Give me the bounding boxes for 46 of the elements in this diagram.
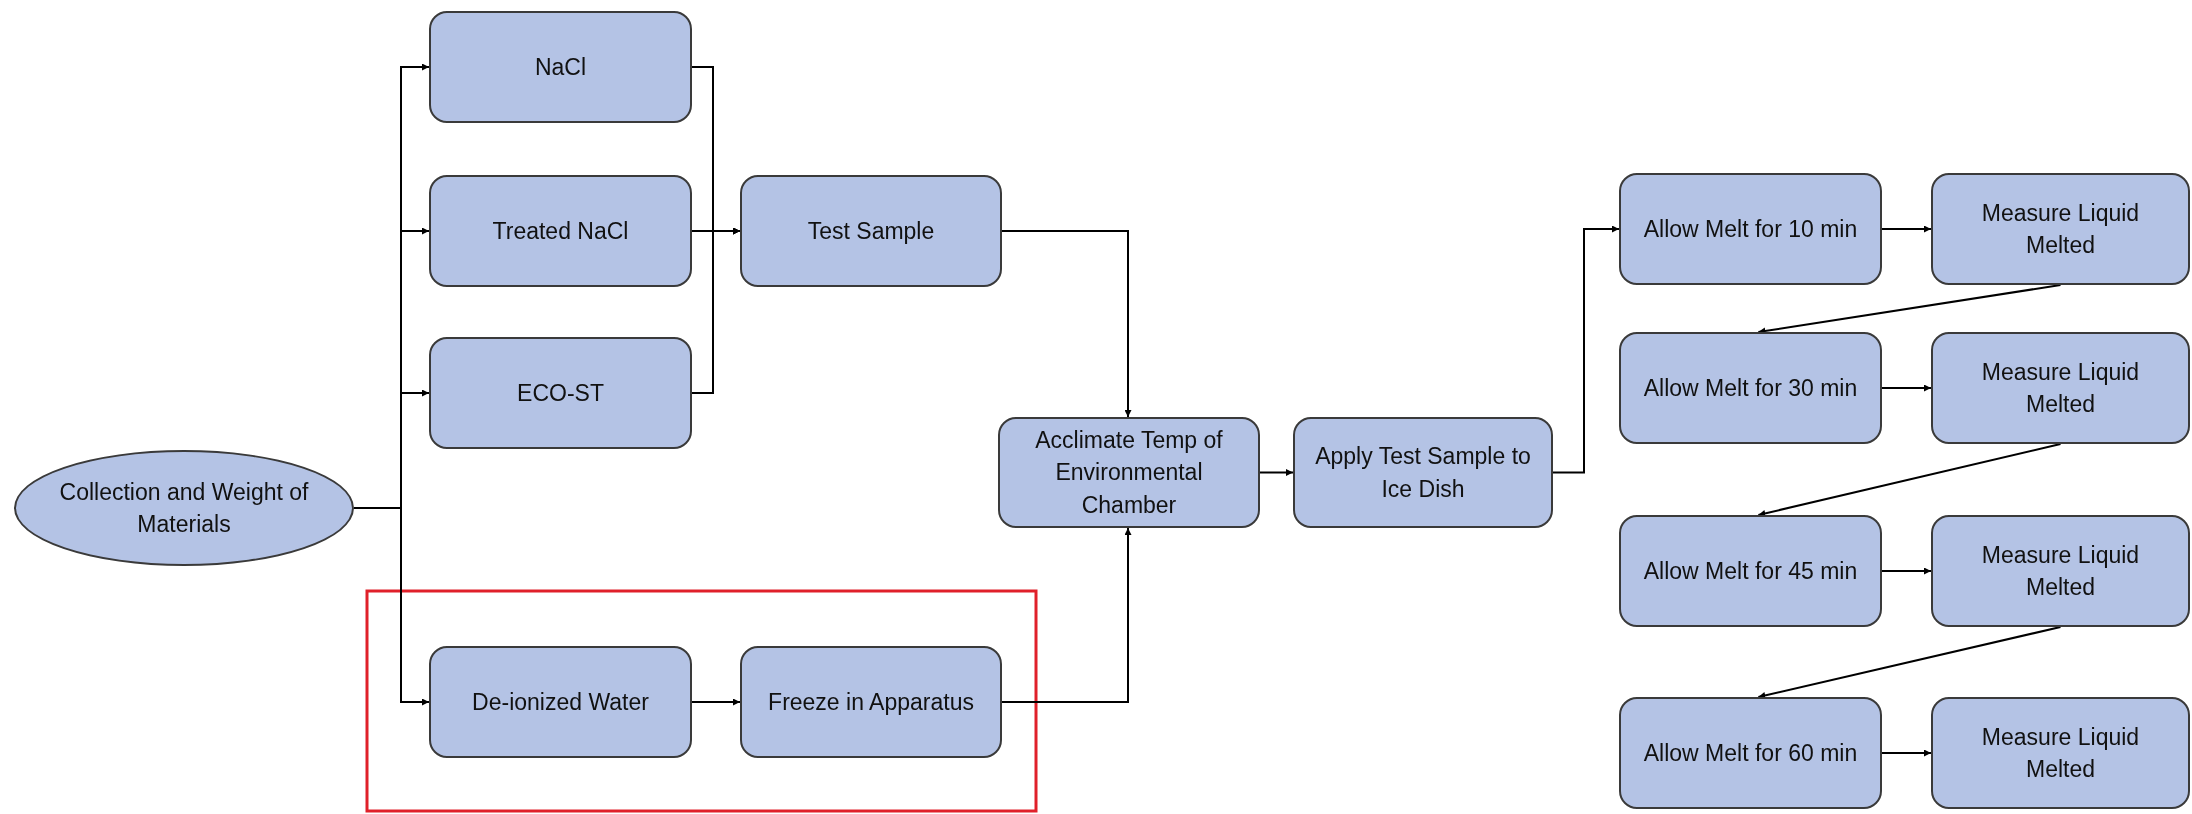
- arrow: [1259, 469, 1294, 476]
- process-box: [740, 175, 1002, 287]
- process-box: [429, 337, 692, 449]
- process-box: [1619, 332, 1882, 444]
- node-label: Allow Melt for 30 min: [1643, 373, 1858, 403]
- node-label: Collection and Weight of Materials: [58, 477, 310, 539]
- node-label: Allow Melt for 60 min: [1643, 738, 1858, 768]
- node-label: De-ionized Water: [472, 687, 649, 717]
- process-box: [1931, 332, 2190, 444]
- node-label: Test Sample: [807, 216, 935, 246]
- node-label: Acclimate Temp of Environmental Chamber: [1034, 426, 1224, 520]
- arrow: [691, 227, 741, 394]
- arrow: [1552, 225, 1620, 474]
- process-box: [429, 175, 692, 287]
- node-label: ECO-ST: [517, 378, 604, 408]
- arrow: [1001, 230, 1132, 418]
- process-box: [429, 11, 692, 123]
- process-box: [1619, 173, 1882, 285]
- arrow: [1881, 567, 1932, 575]
- arrow: [1757, 626, 2062, 699]
- node-label: Measure Liquid Melted: [1980, 540, 2141, 602]
- arrow: [1881, 384, 1932, 392]
- process-box: [1931, 173, 2190, 285]
- process-box: [1293, 417, 1553, 528]
- arrow: [1757, 443, 2062, 517]
- node-label: Apply Test Sample to Ice Dish: [1314, 442, 1532, 504]
- node-label: Freeze in Apparatus: [768, 687, 974, 717]
- arrow: [691, 698, 741, 706]
- process-box: [1931, 697, 2190, 809]
- arrow: [1881, 749, 1932, 757]
- process-box: [740, 646, 1002, 758]
- arrow: [1001, 527, 1132, 703]
- node-label: Measure Liquid Melted: [1980, 722, 2141, 784]
- process-box: [429, 646, 692, 758]
- process-box: [1619, 697, 1882, 809]
- process-box: [998, 417, 1260, 528]
- process-box: [1619, 515, 1882, 627]
- node-label: Allow Melt for 45 min: [1643, 556, 1858, 586]
- arrow: [1881, 225, 1932, 233]
- node-label: NaCl: [534, 52, 587, 82]
- node-label: Treated NaCl: [492, 216, 629, 246]
- node-label: Measure Liquid Melted: [1980, 357, 2141, 419]
- node-label: Allow Melt for 10 min: [1643, 214, 1858, 244]
- process-box: [1931, 515, 2190, 627]
- node-label: Measure Liquid Melted: [1980, 198, 2141, 260]
- arrow: [1757, 284, 2062, 335]
